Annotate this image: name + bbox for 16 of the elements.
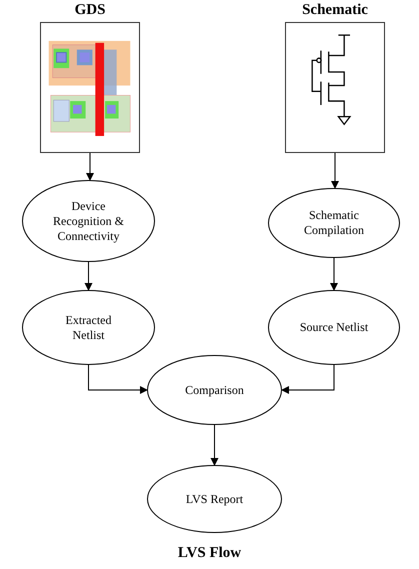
node-label: Device Recognition & Connectivity bbox=[52, 198, 125, 244]
node-heading: Schematic bbox=[301, 1, 369, 19]
arrow bbox=[86, 152, 94, 181]
arrow bbox=[281, 364, 334, 394]
node-label: Source Netlist bbox=[298, 320, 370, 335]
arrow bbox=[331, 152, 339, 189]
arrow bbox=[210, 424, 218, 466]
node-label: Extracted Netlist bbox=[64, 312, 112, 342]
node-label: Schematic Compilation bbox=[303, 208, 365, 238]
arrow bbox=[88, 364, 148, 394]
arrow bbox=[330, 258, 338, 291]
node-heading: GDS bbox=[74, 1, 106, 19]
node-label: LVS Report bbox=[184, 492, 244, 506]
arrow bbox=[84, 262, 92, 291]
diagram-title: LVS Flow bbox=[176, 545, 242, 562]
node-label: Comparison bbox=[184, 382, 245, 398]
